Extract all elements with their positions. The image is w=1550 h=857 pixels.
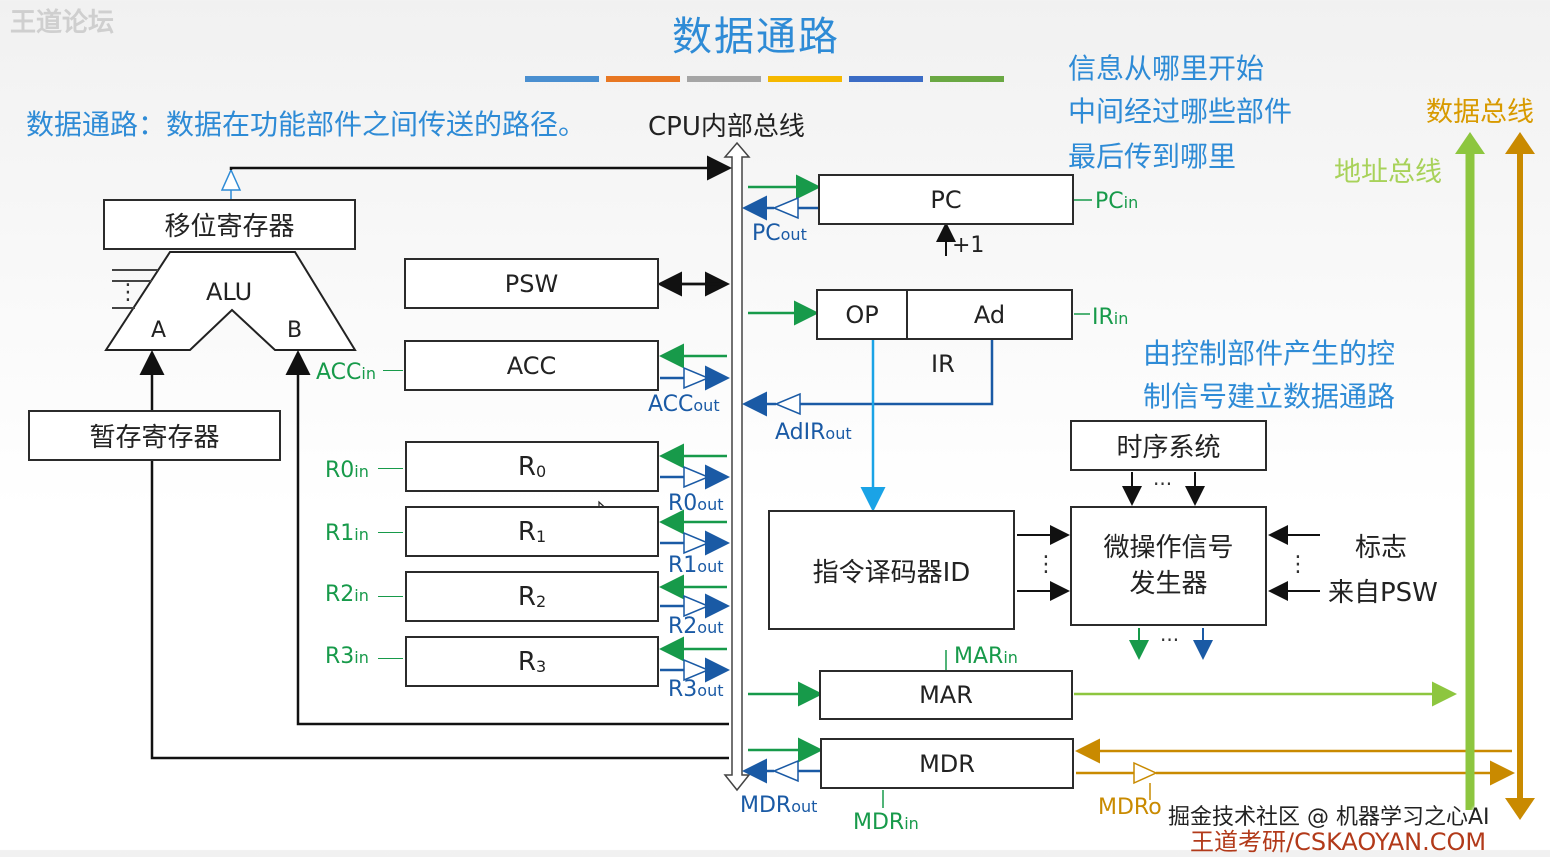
alu-flags-vdots: ⋮ [117, 280, 139, 305]
alu-shape [104, 251, 357, 351]
timing-system: 时序系统 [1070, 420, 1267, 471]
pc-in-signal: PCin [1095, 189, 1139, 214]
ir-opcode-field: OP [816, 289, 908, 340]
acc-out-arrow [660, 365, 730, 391]
r2-out-arrow [660, 593, 730, 619]
r3-out-arrow [660, 657, 730, 683]
alu-label: ALU [206, 278, 253, 306]
ad-ir-out-signal: AdIRout [775, 420, 852, 445]
bus-label: CPU内部总线 [648, 112, 805, 142]
data-bus-label: 数据总线 [1426, 97, 1534, 128]
timing-ellipsis: ··· [1153, 472, 1173, 496]
footer-site: 王道考研/CSKAOYAN.COM [1190, 828, 1487, 856]
flags-label-1: 标志 [1355, 533, 1408, 563]
r2-in-tick [378, 596, 403, 597]
ir-address-field: Ad [906, 289, 1073, 340]
r3-in-tick [378, 658, 403, 659]
instruction-decoder: 指令译码器ID [768, 510, 1015, 630]
temp-register: 暂存寄存器 [28, 410, 281, 461]
shift-register: 移位寄存器 [103, 199, 356, 250]
pc-increment-label: +1 [952, 233, 985, 258]
acc-in-signal: ACCin [316, 360, 376, 385]
r1-in-signal: R1in [325, 521, 369, 546]
alu-input-a-label: A [151, 318, 167, 343]
pc-register: PC [818, 174, 1074, 225]
r2-in-signal: R2in [325, 582, 369, 607]
title-stripe [930, 76, 1004, 82]
acc-register: ACC [404, 340, 659, 391]
page-title: 数据通路 [672, 14, 840, 60]
definition-text: 数据通路：数据在功能部件之间传送的路径。 [26, 108, 587, 141]
r0-in-tick [378, 468, 403, 469]
control-note-2: 制信号建立数据通路 [1143, 380, 1396, 413]
title-stripe [768, 76, 842, 82]
mdr-out-signal: MDRout [740, 793, 818, 818]
title-stripe [525, 76, 599, 82]
decoder-vdots: ⋮ [1035, 552, 1057, 577]
title-stripe [849, 76, 923, 82]
flags-label-2: 来自PSW [1328, 578, 1438, 608]
mdr-out-e-signal: MDRo [1098, 795, 1162, 820]
address-bus-label: 地址总线 [1334, 157, 1442, 188]
address-bus [1455, 132, 1485, 810]
footer-watermark: 掘金技术社区 @ 机器学习之心AI [1168, 805, 1490, 830]
ir-in-signal: IRin [1092, 305, 1129, 330]
mar-in-signal: MARin [954, 644, 1018, 669]
pc-out-signal: PCout [752, 221, 807, 246]
mar-register: MAR [819, 670, 1073, 720]
mdr-in-signal: MDRin [853, 810, 919, 835]
alu-input-b-label: B [287, 318, 303, 343]
title-stripe [606, 76, 680, 82]
mdr-register: MDR [820, 738, 1074, 789]
r1-out-signal: R1out [668, 553, 724, 578]
r1-out-arrow [660, 530, 730, 556]
watermark-top: 王道论坛 [10, 8, 115, 38]
r3-out-signal: R3out [668, 677, 724, 702]
r2-out-signal: R2out [668, 614, 724, 639]
acc-out-signal: ACCout [648, 392, 720, 417]
question-2: 中间经过哪些部件 [1068, 95, 1293, 128]
control-note-1: 由控制部件产生的控 [1143, 337, 1396, 370]
ir-label: IR [931, 350, 955, 378]
question-3: 最后传到哪里 [1068, 140, 1237, 173]
cpu-internal-bus [723, 141, 751, 792]
acc-in-tick [383, 370, 403, 371]
psw-register: PSW [404, 258, 659, 309]
r1-in-tick [378, 532, 403, 533]
title-stripe [687, 76, 761, 82]
micro-op-generator: 微操作信号 发生器 [1070, 506, 1267, 626]
r0-in-signal: R0in [325, 458, 369, 483]
flags-vdots: ⋮ [1287, 552, 1309, 577]
title-underline-stripes [525, 76, 1007, 82]
r3-in-signal: R3in [325, 644, 369, 669]
r0-out-signal: R0out [668, 491, 724, 516]
micro-op-ellipsis: ··· [1160, 628, 1180, 652]
r0-out-arrow [660, 464, 730, 490]
data-bus [1505, 132, 1535, 820]
question-1: 信息从哪里开始 [1068, 52, 1265, 85]
